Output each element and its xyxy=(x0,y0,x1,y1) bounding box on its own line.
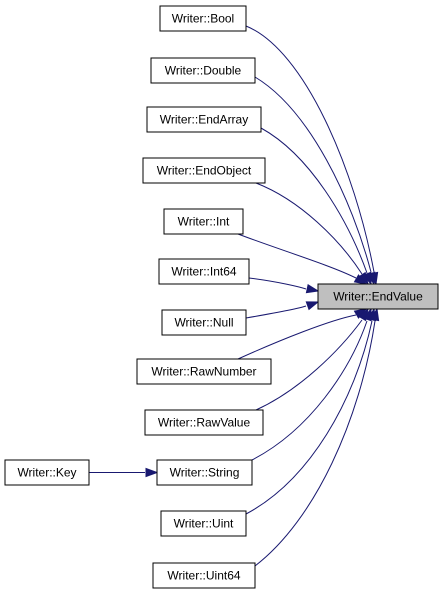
node-writer-bool[interactable]: Writer::Bool xyxy=(159,5,247,32)
edge-null-endvalue-arrowhead xyxy=(305,301,320,311)
node-label: Writer::Int xyxy=(178,215,230,229)
call-edges xyxy=(89,25,380,567)
node-label: Writer::EndArray xyxy=(160,113,248,127)
node-writer-uint[interactable]: Writer::Uint xyxy=(160,510,247,537)
node-writer-double[interactable]: Writer::Double xyxy=(150,57,256,84)
node-label: Writer::EndValue xyxy=(333,290,423,304)
node-label: Writer::EndObject xyxy=(157,164,252,178)
edge-rawvalue-endvalue xyxy=(255,319,363,411)
node-label: Writer::Uint xyxy=(174,517,234,531)
edge-int64-endvalue xyxy=(248,277,307,290)
node-label: Writer::Key xyxy=(17,466,76,480)
node-writer-endobject[interactable]: Writer::EndObject xyxy=(142,157,266,184)
edge-int64-endvalue-arrowhead xyxy=(305,283,320,294)
edge-endobject-endvalue xyxy=(255,182,363,275)
node-label: Writer::Double xyxy=(165,64,242,78)
edge-uint-endvalue xyxy=(245,320,373,515)
edge-double-endvalue xyxy=(254,76,372,273)
node-label: Writer::Uint64 xyxy=(167,569,240,583)
edge-int-endvalue-arrowhead xyxy=(353,274,368,285)
node-writer-int64[interactable]: Writer::Int64 xyxy=(158,258,250,285)
node-label: Writer::Int64 xyxy=(171,265,236,279)
node-writer-null[interactable]: Writer::Null xyxy=(161,309,247,336)
edge-uint64-endvalue-arrowhead xyxy=(369,307,380,322)
node-writer-endarray[interactable]: Writer::EndArray xyxy=(146,106,262,133)
node-label: Writer::RawNumber xyxy=(151,365,256,379)
edge-uint64-endvalue xyxy=(254,320,376,567)
edge-key-string-arrowhead xyxy=(145,467,159,478)
node-label: Writer::String xyxy=(170,466,240,480)
node-writer-int[interactable]: Writer::Int xyxy=(163,208,244,235)
node-writer-rawvalue[interactable]: Writer::RawValue xyxy=(144,409,264,436)
node-label: Writer::Bool xyxy=(172,12,234,26)
node-writer-key[interactable]: Writer::Key xyxy=(4,459,90,486)
node-writer-string[interactable]: Writer::String xyxy=(156,459,253,486)
node-writer-endvalue[interactable]: Writer::EndValue xyxy=(317,283,439,310)
node-label: Writer::RawValue xyxy=(158,416,251,430)
edge-rawnumber-endvalue xyxy=(237,314,357,360)
edge-bool-endvalue xyxy=(245,25,375,273)
edge-string-endvalue xyxy=(251,320,368,461)
edge-endarray-endvalue xyxy=(260,127,368,274)
edge-null-endvalue xyxy=(245,305,307,319)
edge-int-endvalue xyxy=(237,233,357,279)
node-writer-uint64[interactable]: Writer::Uint64 xyxy=(152,562,256,589)
node-writer-rawnumber[interactable]: Writer::RawNumber xyxy=(136,358,272,385)
node-label: Writer::Null xyxy=(174,316,233,330)
